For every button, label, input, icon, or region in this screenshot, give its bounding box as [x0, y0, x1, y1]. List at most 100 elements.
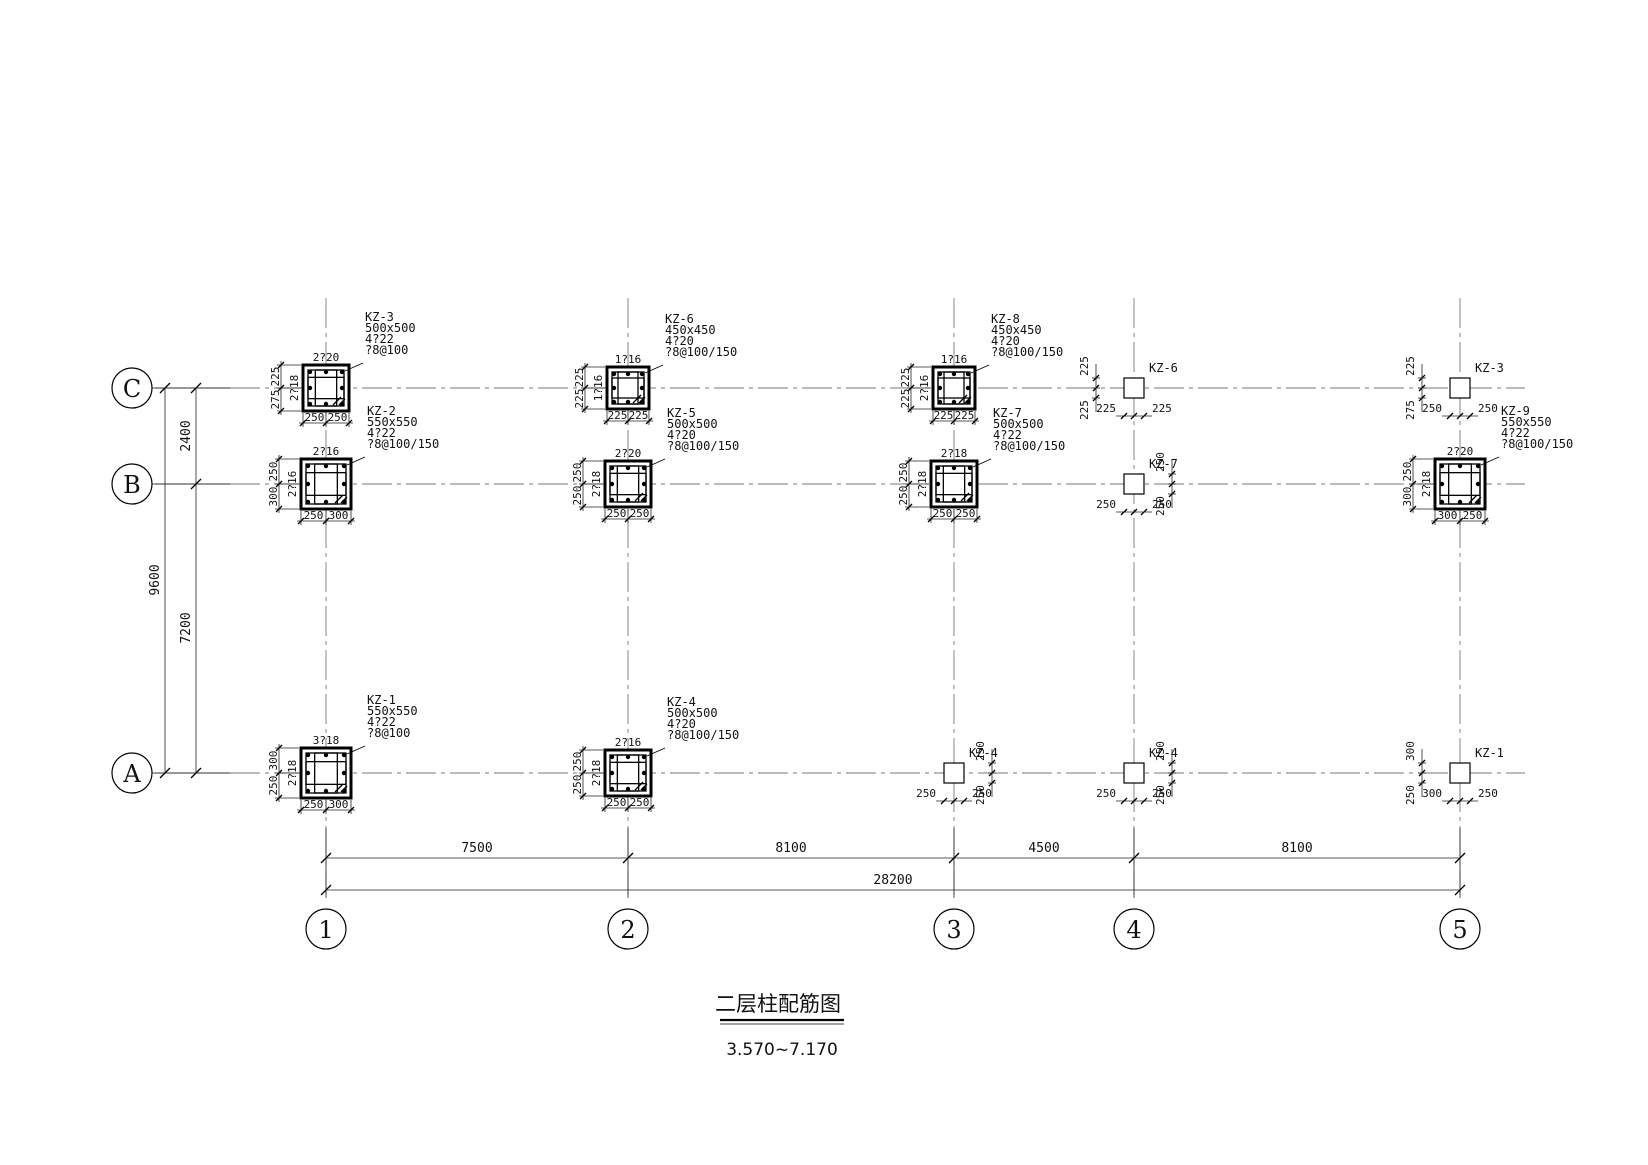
column-outline [1449, 377, 1471, 399]
rebar-dot [1439, 499, 1445, 505]
rebar-dot [341, 481, 347, 487]
rebar-dot [323, 752, 329, 758]
rebar-dot [307, 385, 313, 391]
stirrup-hook [960, 492, 970, 502]
b-dim-right: 250 [630, 507, 650, 520]
h-dim-top: 250 [897, 463, 910, 483]
column-outline [1123, 473, 1145, 495]
svg-text:2: 2 [620, 916, 635, 944]
rebar-dot [625, 399, 631, 405]
b-dim-left: 250 [607, 507, 627, 520]
rebar-dot [625, 754, 631, 760]
stirrup-spec: ?8@100/150 [1501, 437, 1573, 451]
h-dim-top: 250 [267, 462, 280, 482]
rebar-dot [625, 497, 631, 503]
axis-bubble-5: 5 [1439, 908, 1481, 950]
rebar-dot [641, 786, 647, 792]
column-id: KZ-4 [969, 746, 998, 760]
axis-bubble-3: 3 [933, 908, 975, 950]
b-dim-right: 250 [956, 507, 976, 520]
svg-text:C: C [123, 375, 141, 403]
rebar-dot [935, 497, 941, 503]
h-dim-bottom: 250 [897, 486, 910, 506]
b-dim-left: 250 [304, 798, 324, 811]
rebar-dot [611, 371, 617, 377]
dim-span-2-3: 8100 [775, 841, 806, 856]
rebar-dot [307, 369, 313, 375]
stirrup-hook [634, 492, 644, 502]
rebar-dot [305, 770, 311, 776]
rebar-dot [305, 788, 311, 794]
h-dim-bottom: 275 [269, 390, 282, 410]
top-bars-label: 2?20 [615, 447, 642, 460]
h-dim-bottom: 250 [571, 775, 584, 795]
rebar-dot [339, 385, 345, 391]
top-bars-label: 2?16 [313, 445, 340, 458]
rebar-dot [1457, 499, 1463, 505]
rebar-dot [323, 401, 329, 407]
corner-bars: 4?20 [665, 334, 694, 348]
stirrup-hook [632, 394, 642, 404]
dim-top: 300 [1404, 741, 1417, 761]
dim-total-x: 28200 [873, 873, 912, 888]
dim-span-1-2: 7500 [461, 841, 492, 856]
stirrup-hook [958, 394, 968, 404]
dim-bottom: 250 [974, 785, 987, 805]
h-dim-bottom: 300 [1401, 487, 1414, 507]
column-id: KZ-6 [1149, 361, 1178, 375]
stirrup-spec: ?8@100/150 [665, 345, 737, 359]
svg-text:3: 3 [946, 916, 961, 944]
axis-bubble-C: C [111, 367, 230, 409]
corner-bars: 4?20 [667, 717, 696, 731]
stirrup-spec: ?8@100/150 [991, 345, 1063, 359]
axis-bubble-2: 2 [607, 908, 649, 950]
axis-bubble-1: 1 [305, 908, 347, 950]
axis-bubble-4: 4 [1113, 908, 1155, 950]
rebar-dot [967, 497, 973, 503]
top-bars-label: 1?16 [941, 353, 968, 366]
corner-bars: 4?20 [991, 334, 1020, 348]
dim-right: 250 [1152, 498, 1172, 511]
dim-top: 225 [1078, 356, 1091, 376]
rebar-dot [639, 399, 645, 405]
rebar-dot [625, 465, 631, 471]
stirrup-spec: ?8@100 [367, 726, 410, 740]
rebar-dot [951, 465, 957, 471]
dim-span-B-A: 7200 [179, 612, 194, 643]
h-dim-top: 225 [899, 368, 912, 388]
stirrup-spec: ?8@100/150 [993, 439, 1065, 453]
dim-span-C-B: 2400 [179, 420, 194, 451]
rebar-dot [341, 463, 347, 469]
svg-text:A: A [122, 760, 141, 788]
rebar-dot [965, 371, 971, 377]
corner-bars: 4?22 [365, 332, 394, 346]
rebar-dot [951, 371, 957, 377]
top-bars-label: 1?16 [615, 353, 642, 366]
dim-top: 250 [1154, 741, 1167, 761]
rebar-dot [937, 371, 943, 377]
rebar-dot [323, 463, 329, 469]
dim-bottom: 250 [1154, 496, 1167, 516]
dim-span-3-4: 4500 [1028, 841, 1059, 856]
dim-top: 250 [1154, 452, 1167, 472]
drawing-title: 二层柱配筋图 [715, 992, 841, 1016]
rebar-dot [965, 385, 971, 391]
b-dim-right: 250 [1463, 509, 1483, 522]
dim-left: 250 [1096, 787, 1116, 800]
b-dim-right: 250 [630, 796, 650, 809]
